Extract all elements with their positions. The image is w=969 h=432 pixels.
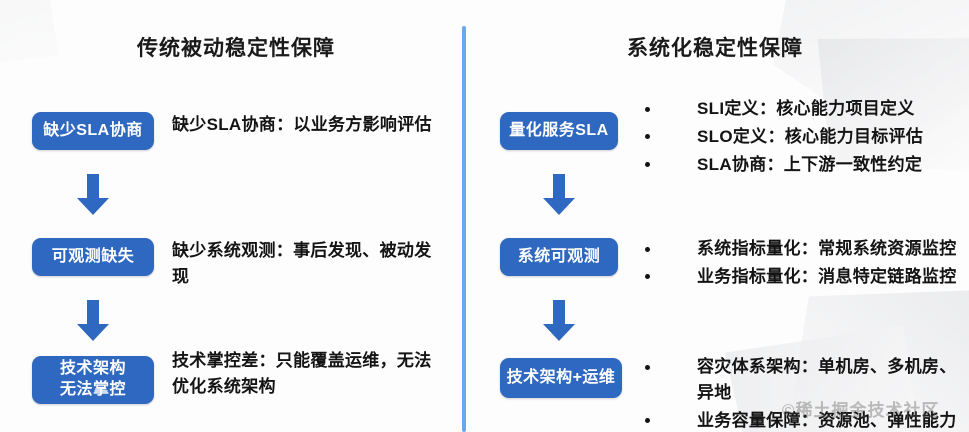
left-pill-3[interactable]: 技术架构 无法掌控 <box>32 356 154 404</box>
bullet-dot-icon <box>645 134 650 140</box>
column-divider <box>462 26 466 432</box>
right-bullets-3: 容灾体系架构：单机房、多机房、异地 业务容量保障：资源池、弹性能力 <box>640 354 962 432</box>
background-shard-5 <box>0 0 92 102</box>
right-bullets-2: 系统指标量化：常规系统资源监控 业务指标量化：消息特定链路监控 <box>640 236 962 292</box>
left-pill-2[interactable]: 可观测缺失 <box>32 238 154 276</box>
list-item: SLI定义：核心能力项目定义 <box>640 96 962 122</box>
bullet-dot-icon <box>645 106 650 112</box>
bullet-dot-icon <box>645 364 650 370</box>
list-item: 容灾体系架构：单机房、多机房、异地 <box>640 354 962 406</box>
bullet-text: SLI定义：核心能力项目定义 <box>697 99 915 118</box>
left-pill-3-line1: 技术架构 <box>59 360 126 378</box>
left-desc-2: 缺少系统观测：事后发现、被动发现 <box>172 241 432 286</box>
right-pill-3[interactable]: 技术架构+运维 <box>500 358 622 398</box>
bullet-text: 容灾体系架构：单机房、多机房、异地 <box>697 357 957 402</box>
bullet-text: SLA协商：上下游一致性约定 <box>697 154 923 174</box>
bullet-dot-icon <box>645 162 650 168</box>
list-item: 业务指标量化：消息特定链路监控 <box>640 264 962 290</box>
bullet-dot-icon <box>645 274 650 280</box>
left-pill-3-line2: 无法掌控 <box>59 381 126 398</box>
right-bullets-1: SLI定义：核心能力项目定义 SLO定义：核心能力目标评估 SLA协商：上下游一… <box>640 96 962 179</box>
right-pill-1[interactable]: 量化服务SLA <box>500 112 618 150</box>
left-desc-3: 技术掌控差：只能覆盖运维，无法优化系统架构 <box>172 351 432 396</box>
bullet-text: 业务容量保障：资源池、弹性能力 <box>697 410 957 430</box>
bullet-text: 系统指标量化：常规系统资源监控 <box>697 239 957 258</box>
list-item: SLA协商：上下游一致性约定 <box>640 152 962 178</box>
list-item: 业务容量保障：资源池、弹性能力 <box>640 408 962 432</box>
arrow-down-icon <box>76 300 110 342</box>
left-desc-1: 缺少SLA协商：以业务方影响评估 <box>172 115 432 134</box>
bullet-dot-icon <box>645 246 650 252</box>
left-pill-1[interactable]: 缺少SLA协商 <box>32 112 154 150</box>
arrow-down-icon <box>542 174 576 216</box>
list-item: SLO定义：核心能力目标评估 <box>640 124 962 150</box>
left-column-title: 传统被动稳定性保障 <box>137 37 335 60</box>
list-item: 系统指标量化：常规系统资源监控 <box>640 236 962 262</box>
right-pill-2[interactable]: 系统可观测 <box>500 238 618 276</box>
bullet-text: 业务指标量化：消息特定链路监控 <box>697 266 957 286</box>
bullet-text: SLO定义：核心能力目标评估 <box>697 126 924 146</box>
bullet-dot-icon <box>645 418 650 424</box>
arrow-down-icon <box>542 300 576 342</box>
right-column-title: 系统化稳定性保障 <box>627 37 803 60</box>
arrow-down-icon <box>76 174 110 216</box>
